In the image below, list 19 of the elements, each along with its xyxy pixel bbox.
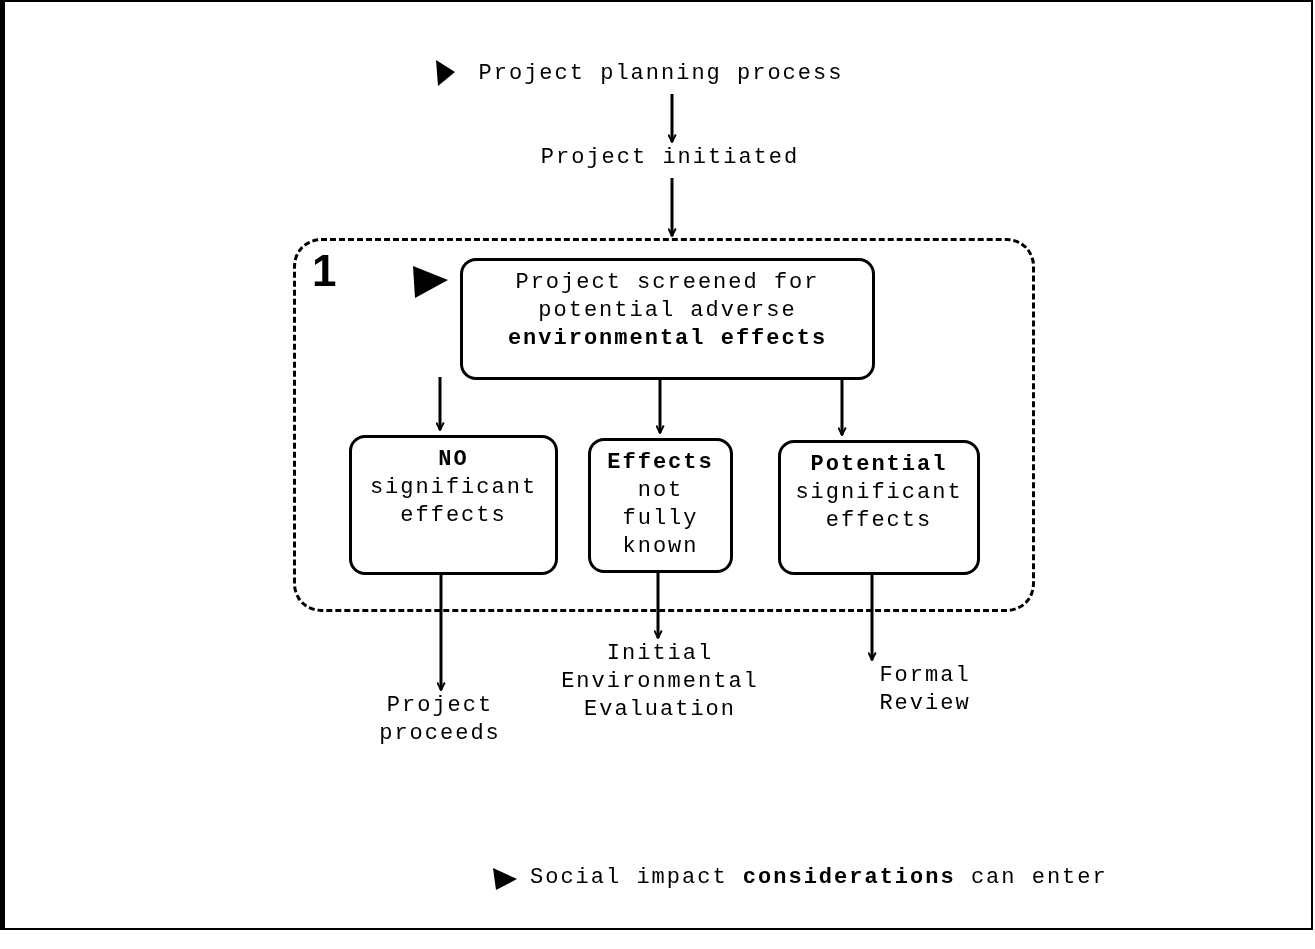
arrow — [667, 178, 677, 237]
rounded-process-box — [349, 435, 558, 575]
arrow — [667, 94, 677, 143]
box-label: NO significant effects — [368, 446, 539, 530]
dashed-group-box — [293, 238, 1035, 612]
box-label: Project screened for potential adverse environmental effects — [506, 269, 829, 353]
rounded-process-box — [778, 440, 980, 575]
note-text: Social impact considerations can enter — [530, 864, 1108, 892]
flow-text-label: Project proceeds — [378, 692, 502, 748]
arrow — [435, 377, 445, 431]
flow-text-label: Project planning process — [478, 60, 844, 88]
flow-text-label: Project initiated — [540, 144, 800, 172]
box-label: Effects not fully known — [606, 449, 715, 561]
rounded-process-box — [588, 438, 733, 573]
step-number: 1 — [312, 249, 337, 293]
flow-text-label: Initial Environmental Evaluation — [560, 640, 760, 724]
rounded-process-box — [460, 258, 875, 380]
box-label: Potential significant effects — [794, 451, 964, 535]
flow-text-label: Formal Review — [878, 662, 972, 718]
